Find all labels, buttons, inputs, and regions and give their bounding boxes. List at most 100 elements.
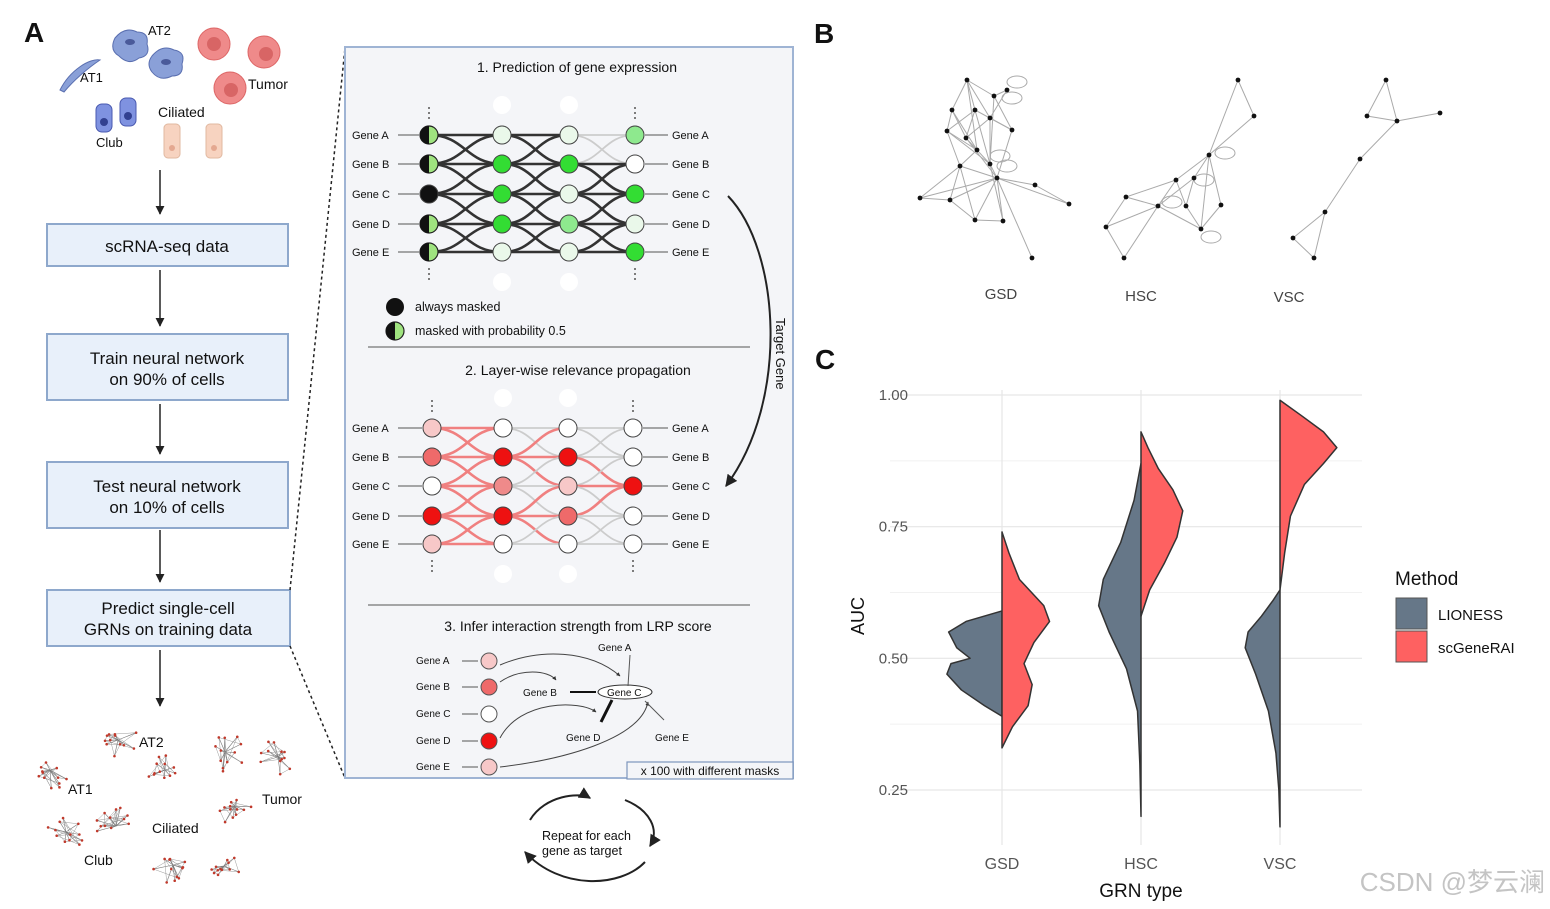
mini-grn-node — [113, 732, 117, 736]
node-mask — [420, 215, 429, 233]
grn-edge — [919, 165, 961, 199]
mini-grn-edge — [110, 817, 129, 825]
mini-grn-node — [173, 879, 177, 883]
ellipsis-dot — [634, 117, 636, 119]
grn-node — [1218, 202, 1224, 208]
network-node — [625, 214, 645, 234]
grn-edge — [974, 109, 991, 165]
grn-node — [949, 107, 955, 113]
ellipsis-dot — [632, 410, 634, 412]
grn-edge — [989, 117, 1013, 131]
mini-grn-node — [266, 749, 270, 753]
ellipsis-dot — [634, 278, 636, 280]
network-node — [559, 242, 579, 262]
mini-grn-node — [210, 868, 213, 871]
mini-grn-edge — [65, 831, 70, 841]
grn-node — [1032, 182, 1038, 188]
faded-node — [560, 273, 578, 291]
grn-edge — [966, 79, 978, 151]
grn-node — [1383, 77, 1389, 83]
grn-node — [1173, 177, 1179, 183]
grn-edge — [966, 79, 991, 119]
mini-grn-edge — [229, 806, 237, 815]
node-mask — [420, 126, 429, 144]
mini-grn-edge — [218, 737, 224, 772]
grn-networks — [917, 75, 1443, 261]
mini-grn-edge — [153, 868, 179, 879]
grn-edge — [1200, 204, 1222, 230]
mini-grn-edge — [260, 756, 279, 763]
mini-grn-edge — [234, 805, 237, 815]
grn-edge — [1157, 177, 1195, 207]
mini-grn-edge — [56, 835, 80, 845]
mini-grn-edge — [222, 752, 235, 769]
grn-node — [987, 161, 993, 167]
label-tumor-bottom: Tumor — [262, 791, 302, 807]
ellipsis-dot — [632, 560, 634, 562]
gene-label-left: Gene B — [352, 452, 389, 464]
mini-grn-edge — [232, 809, 245, 818]
grn-node — [1364, 113, 1370, 119]
mini-grn-node — [216, 873, 220, 877]
network-node — [558, 534, 578, 554]
grn-edge — [996, 177, 1004, 222]
mini-grn-node — [56, 776, 60, 779]
grn-edge — [1292, 237, 1315, 259]
panel-label-b: B — [814, 18, 834, 49]
mini-grn-node — [69, 833, 72, 836]
mini-grn-node — [177, 876, 181, 880]
mini-grn-edge — [106, 739, 119, 745]
mini-grn-node — [105, 734, 109, 737]
node-mask — [420, 243, 429, 261]
box-scrna-label: scRNA-seq data — [105, 237, 229, 256]
mini-grn-edge — [69, 823, 79, 841]
mini-grn-node — [183, 860, 187, 864]
ellipsis-dot — [431, 405, 433, 407]
grn-node — [1191, 175, 1197, 181]
grn-edge — [976, 149, 991, 165]
mini-grn-edge — [148, 755, 167, 777]
grn-edge — [959, 149, 978, 167]
mini-grn-edge — [224, 799, 237, 823]
mini-grn-node — [172, 766, 176, 769]
mini-grn-node — [235, 808, 239, 811]
mini-grn-edge — [42, 771, 52, 789]
box-test-line1: Test neural network — [93, 477, 241, 496]
mini-grn-node — [225, 760, 229, 764]
grn-edge — [989, 163, 1004, 222]
label-club: Club — [96, 135, 123, 150]
network-node — [419, 184, 439, 204]
mini-grn-node — [221, 766, 225, 770]
label-at1: AT1 — [80, 70, 103, 85]
grn-edge — [974, 219, 1004, 222]
grn-edge — [1313, 211, 1326, 259]
y-tick-label: 0.75 — [879, 519, 908, 536]
grn-node — [1004, 87, 1010, 93]
gene-label-right: Gene B — [672, 452, 709, 464]
grn-edge — [959, 165, 976, 221]
mini-grn-node — [126, 814, 129, 817]
mini-grn-node — [278, 772, 282, 776]
legend-always-masked-swatch — [386, 298, 404, 316]
network-node — [422, 534, 442, 554]
legend-label-scgenerai: scGeneRAI — [1438, 640, 1515, 657]
ellipsis-dot — [632, 570, 634, 572]
network-node — [492, 154, 512, 174]
mini-grn-node — [242, 808, 246, 812]
mini-grn-node — [259, 760, 263, 764]
faded-node — [493, 273, 511, 291]
mini-grn-node — [54, 828, 57, 832]
mini-grn-node — [228, 868, 231, 871]
grn-edge — [1324, 158, 1361, 213]
grn-self-loop — [1200, 230, 1222, 244]
mini-grn-edge — [280, 768, 290, 775]
s3-gene-label-e: Gene E — [416, 762, 450, 773]
mini-grn-node — [55, 766, 59, 770]
grn-node — [1155, 203, 1161, 209]
mini-grn-edge — [158, 756, 165, 778]
grn-node — [917, 195, 923, 201]
section2-title: 2. Layer-wise relevance propagation — [465, 362, 691, 378]
grn-node — [1000, 218, 1006, 224]
mini-grn-edge — [164, 769, 176, 774]
